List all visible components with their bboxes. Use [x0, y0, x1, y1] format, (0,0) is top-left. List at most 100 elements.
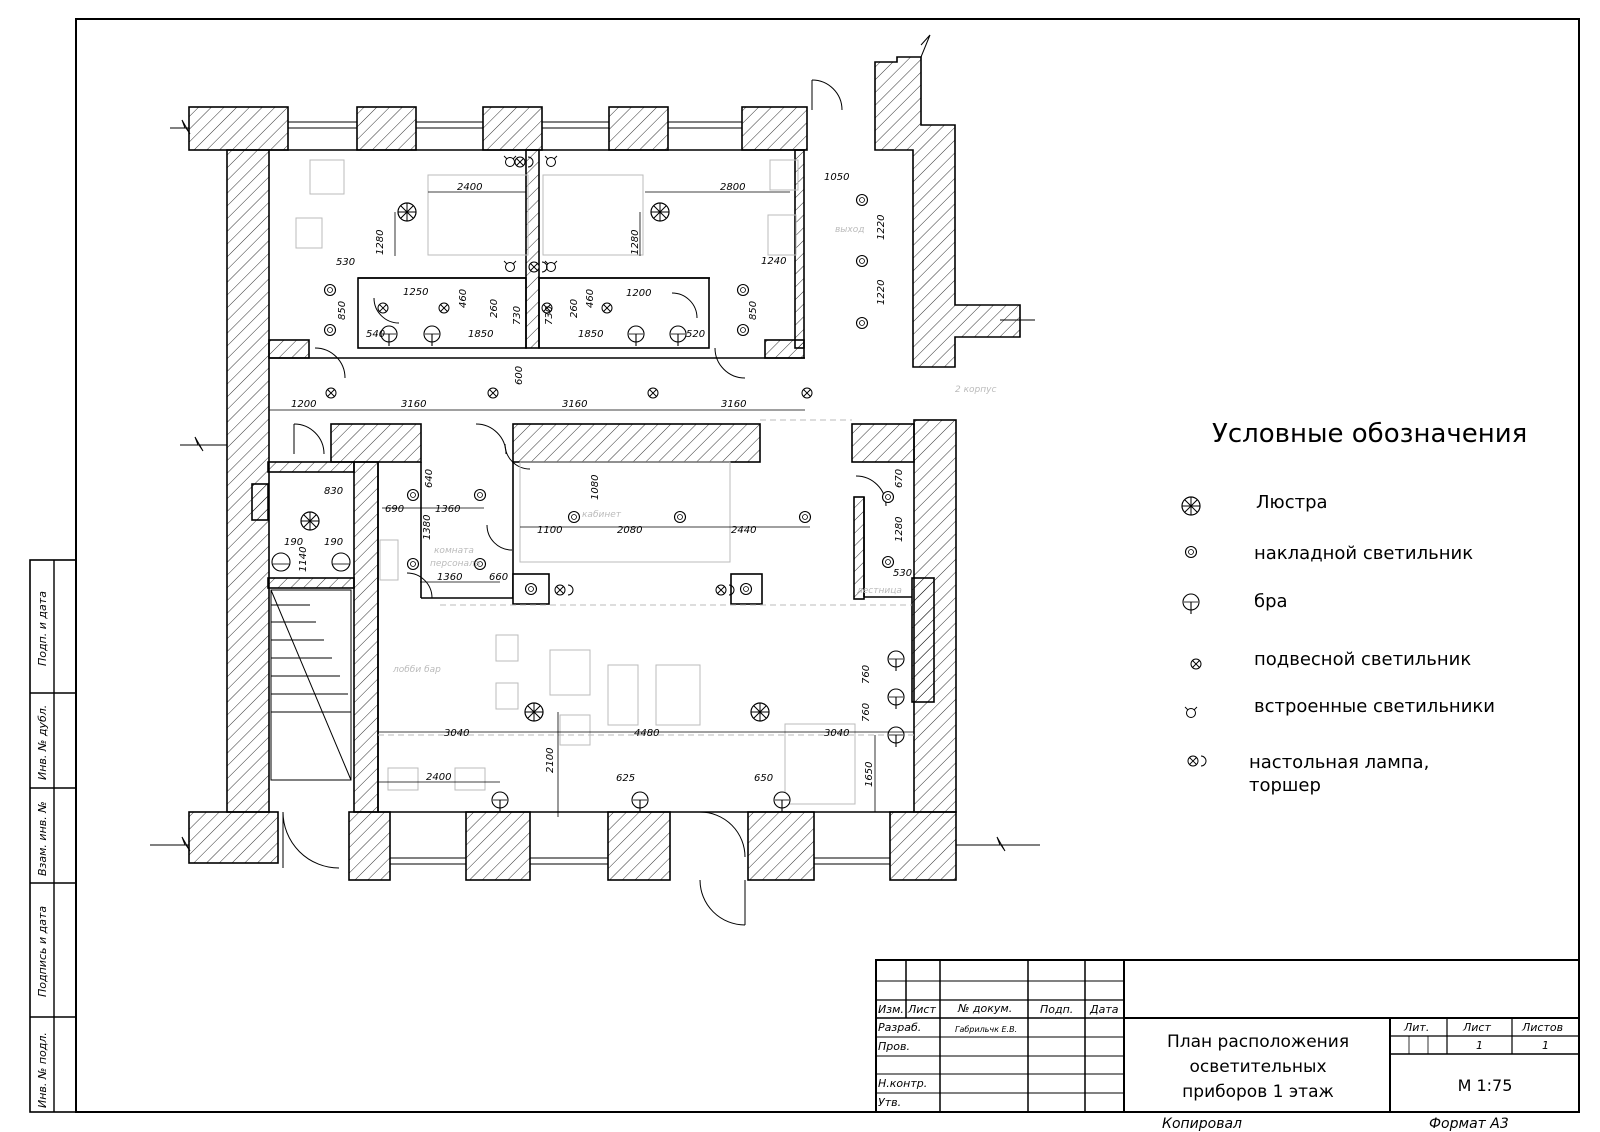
surface-light-icon [855, 193, 869, 207]
dimension-label: 1140 [298, 547, 309, 572]
staircase [270, 589, 352, 781]
dimension-label: 1100 [537, 525, 562, 536]
stamp-label: Инв. № дубл. [36, 705, 49, 780]
tb-role: Н.контр. [878, 1077, 927, 1090]
dimension-label: 460 [585, 289, 596, 308]
surface-light-icon [881, 490, 895, 504]
break-marks [150, 34, 1040, 852]
legend-label: бра [1254, 591, 1288, 612]
room-label: лобби бар [392, 665, 441, 675]
footer-format: Формат А3 [1429, 1116, 1509, 1132]
sconce-icon [887, 650, 905, 672]
sconce-icon [773, 791, 791, 813]
tb-header: Лист [907, 1003, 936, 1016]
footer-copied: Копировал [1162, 1116, 1242, 1132]
dimension-label: 2080 [617, 525, 642, 536]
dimension-label: 830 [324, 486, 343, 497]
recessed-light-icon [544, 155, 558, 167]
drawing-scale: М 1:75 [1458, 1076, 1513, 1095]
surface-light-icon [881, 555, 895, 569]
windows [288, 121, 890, 865]
pendant-light-icon [1190, 658, 1202, 670]
dimension-label: 2400 [426, 772, 451, 783]
dimension-label: 1200 [291, 399, 316, 410]
tb-sheets-value: 1 [1542, 1039, 1549, 1052]
tb-lit-label: Лит. [1403, 1021, 1429, 1034]
dimension-labels: 2400 2800 1050 1280 1280 1220 1220 530 1… [284, 172, 912, 787]
dimension-label: 460 [458, 289, 469, 308]
room-label: кабинет [582, 510, 622, 520]
room-labels: выход 2 корпус кабинет комната персонала… [392, 225, 996, 675]
room-label: персонала [430, 559, 480, 569]
drawing-title: План расположения [1167, 1032, 1349, 1052]
dimension-label: 1380 [422, 515, 433, 540]
dimension-label: 1850 [578, 329, 603, 340]
recessed-light-icon [503, 155, 517, 167]
legend-label: Люстра [1256, 492, 1328, 513]
surface-light-icon [855, 254, 869, 268]
dimension-label: 540 [366, 329, 385, 340]
dimension-label: 760 [861, 703, 872, 722]
dimension-label: 640 [424, 469, 435, 488]
dimension-label: 1220 [876, 215, 887, 240]
pendant-light-icon [438, 302, 450, 314]
sconce-icon [887, 726, 905, 748]
chandelier-icon [524, 702, 544, 722]
dimension-label: 260 [569, 299, 580, 318]
sconce-icon [423, 325, 441, 347]
dimension-label: 850 [337, 301, 348, 320]
tb-header: № докум. [957, 1002, 1012, 1015]
surface-light-icon [323, 323, 337, 337]
dimension-label: 530 [893, 568, 912, 579]
dimension-label: 3040 [824, 728, 849, 739]
table-lamp-icon [554, 584, 574, 596]
chandelier-icon [397, 202, 417, 222]
tb-role: Пров. [878, 1040, 910, 1053]
dimension-lines [269, 191, 914, 817]
surface-light-icon [673, 510, 687, 524]
dimension-label: 1050 [824, 172, 849, 183]
dimension-label: 3160 [401, 399, 426, 410]
surface-light-icon [323, 283, 337, 297]
pendant-light-icon [601, 302, 613, 314]
dimension-label: 1280 [894, 517, 905, 542]
dimension-label: 1250 [403, 287, 428, 298]
dimension-label: 2400 [457, 182, 482, 193]
dimension-label: 3160 [562, 399, 587, 410]
legend-label: подвесной светильник [1254, 649, 1471, 670]
surface-light-icon [736, 283, 750, 297]
table-lamp-icon [1187, 755, 1207, 767]
surface-light-icon [855, 316, 869, 330]
dimension-label: 650 [754, 773, 773, 784]
room-label: комната [434, 546, 474, 556]
room-label: 2 корпус [955, 385, 996, 395]
surface-light-icon [524, 582, 538, 596]
dimension-label: 530 [336, 257, 355, 268]
tb-role: Разраб. [878, 1021, 921, 1034]
dimension-label: 4480 [634, 728, 659, 739]
dimension-label: 690 [385, 504, 404, 515]
pendant-light-icon [647, 387, 659, 399]
side-stamp: Подп. и дата Инв. № дубл. Взам. инв. № П… [29, 559, 77, 1113]
legend-title: Условные обозначения [1212, 419, 1527, 449]
dimension-label: 1850 [468, 329, 493, 340]
tb-sheet-label: Лист [1462, 1021, 1491, 1034]
surface-light-icon [739, 582, 753, 596]
dimension-label: 3160 [721, 399, 746, 410]
sconce-icon [271, 552, 291, 572]
sconce-icon [627, 325, 645, 347]
walls [188, 56, 1021, 881]
surface-light-icon [473, 488, 487, 502]
dimension-label: 660 [489, 572, 508, 583]
dimension-label: 1360 [437, 572, 462, 583]
dimension-label: 1650 [864, 762, 875, 787]
surface-light-icon [406, 557, 420, 571]
interior-partitions [269, 149, 914, 813]
drawing-title: осветительных [1189, 1057, 1326, 1077]
dimension-label: 520 [686, 329, 705, 340]
drawing-title: приборов 1 этаж [1182, 1082, 1334, 1102]
sconce-icon [631, 791, 649, 813]
dimension-label: 190 [284, 537, 303, 548]
sconce-icon [331, 552, 351, 572]
